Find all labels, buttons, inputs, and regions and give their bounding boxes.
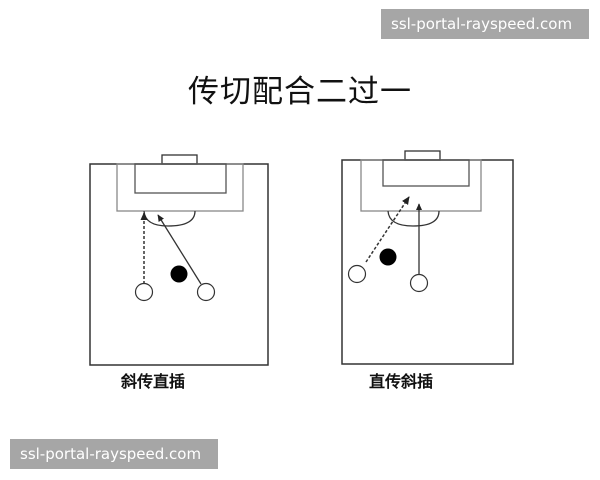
defender-dot <box>170 265 188 283</box>
caption-right: 直传斜插 <box>369 372 434 391</box>
attacker-circle-2 <box>409 273 429 293</box>
watermark-bottom: ssl-portal-rayspeed.com <box>10 439 218 469</box>
page-title: 传切配合二过一 <box>188 74 412 110</box>
defender-dot <box>379 248 397 266</box>
pitch-right <box>341 150 514 365</box>
goal <box>161 154 198 165</box>
attacker-circle-1 <box>134 282 154 302</box>
penalty-box <box>116 163 244 212</box>
pass-dashed-arrow <box>365 196 410 263</box>
run-solid-arrow <box>157 214 202 285</box>
goal-area <box>382 159 470 187</box>
attacker-circle-1 <box>347 264 367 284</box>
caption-left: 斜传直插 <box>121 372 186 391</box>
pitch-outline <box>341 159 514 365</box>
goal <box>404 150 441 161</box>
watermark-top: ssl-portal-rayspeed.com <box>381 9 589 39</box>
attacker-circle-2 <box>196 282 216 302</box>
pitch-left <box>89 154 269 366</box>
goal-area <box>134 163 227 194</box>
penalty-arc <box>143 210 196 227</box>
penalty-arc <box>387 210 440 227</box>
